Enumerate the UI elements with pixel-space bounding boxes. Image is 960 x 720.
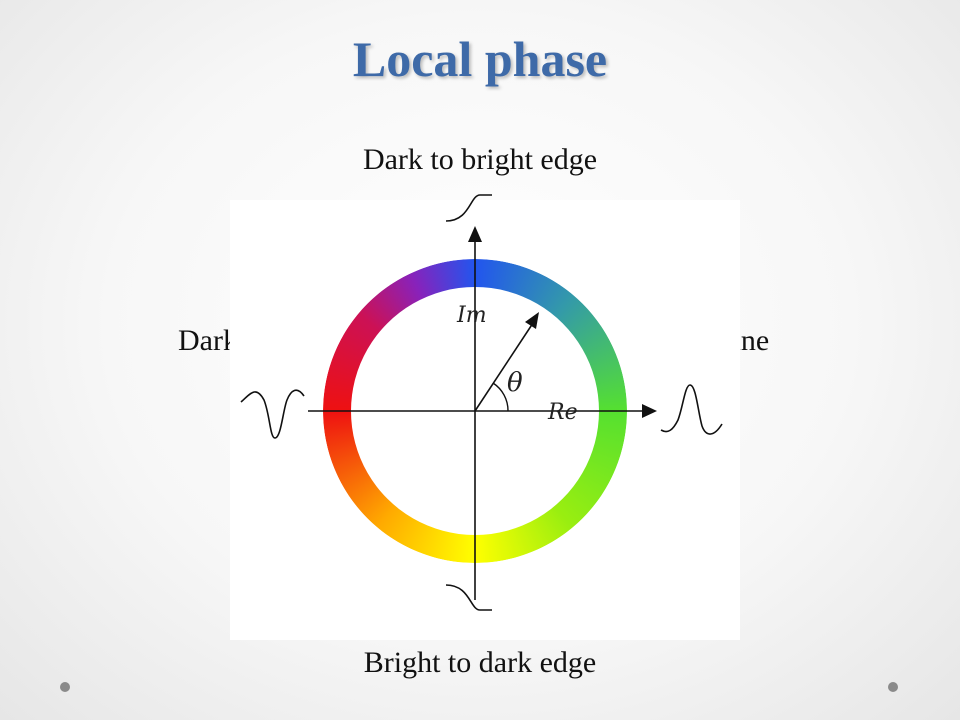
real-axis-arrowhead [642, 404, 657, 418]
step-down-icon [445, 584, 492, 611]
bright-line-profile-icon [660, 384, 723, 435]
slide-dot-right [888, 682, 898, 692]
angle-arc [492, 382, 509, 412]
dark-line-profile-icon [240, 389, 305, 439]
label-bright-to-dark-edge: Bright to dark edge [363, 646, 597, 679]
phase-vector-arrowhead [525, 312, 539, 329]
label-dark-to-bright-edge: Dark to bright edge [362, 143, 598, 176]
phase-vector [474, 319, 536, 412]
slide-dot-left [60, 682, 70, 692]
step-up-icon [445, 194, 492, 222]
real-axis-label: Re [548, 400, 578, 425]
axes [308, 236, 648, 600]
angle-label: θ [507, 368, 523, 398]
slide-title: Local phase [352, 31, 608, 87]
imaginary-axis-label: Im [457, 303, 487, 328]
imag-axis-arrowhead [468, 226, 482, 242]
